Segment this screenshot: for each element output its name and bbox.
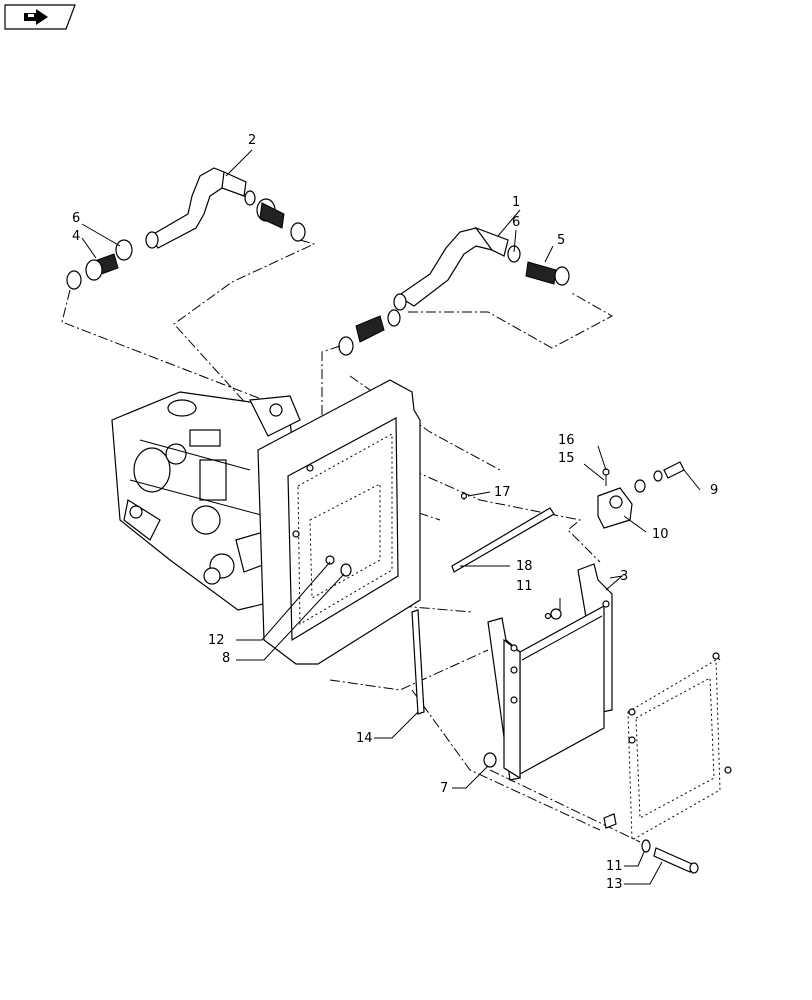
callout-11-upper: 11 [516, 579, 533, 594]
radiator-frame[interactable] [257, 379, 421, 665]
callout-3: 3 [620, 569, 628, 584]
seal-strip-14[interactable] [411, 609, 425, 715]
nav-badge[interactable] [4, 4, 76, 30]
callout-11-lower: 11 [606, 859, 623, 874]
upper-left-hose[interactable] [145, 167, 247, 249]
callout-6-left: 6 [72, 211, 80, 226]
callout-12: 12 [208, 633, 225, 648]
callout-14: 14 [356, 731, 373, 746]
left-coupler-4[interactable] [66, 239, 133, 290]
right-coupler-5[interactable] [507, 245, 570, 286]
bracket-10[interactable] [597, 487, 633, 529]
callout-6-right: 6 [512, 215, 520, 230]
callout-17: 17 [494, 485, 511, 500]
nut-11-upper[interactable] [544, 608, 562, 620]
right-hose[interactable] [393, 226, 509, 311]
bolt-17[interactable] [460, 492, 468, 500]
callout-9: 9 [710, 483, 718, 498]
callout-8: 8 [222, 651, 230, 666]
callout-10: 10 [652, 527, 669, 542]
lower-coupler[interactable] [338, 309, 401, 356]
seal-strip-18[interactable] [451, 507, 555, 573]
callout-16: 16 [558, 433, 575, 448]
callout-15: 15 [558, 451, 575, 466]
arrow-right-icon [24, 9, 48, 25]
callout-13: 13 [606, 877, 623, 892]
upper-left-clamp[interactable] [244, 190, 306, 242]
intercooler[interactable] [487, 563, 613, 781]
screen-panel[interactable] [603, 652, 732, 841]
isolator-7[interactable] [483, 752, 497, 768]
callout-1: 1 [512, 195, 520, 210]
callout-7: 7 [440, 781, 448, 796]
bolt-13[interactable] [653, 847, 699, 874]
callout-18: 18 [516, 559, 533, 574]
callout-2: 2 [248, 133, 256, 148]
callout-4: 4 [72, 229, 80, 244]
nut-9[interactable] [634, 461, 685, 493]
fastener-8[interactable] [340, 563, 352, 577]
callout-5: 5 [557, 233, 565, 248]
washer-11-lower[interactable] [641, 839, 651, 853]
fastener-12[interactable] [325, 555, 335, 565]
bolt-16[interactable] [602, 468, 610, 486]
